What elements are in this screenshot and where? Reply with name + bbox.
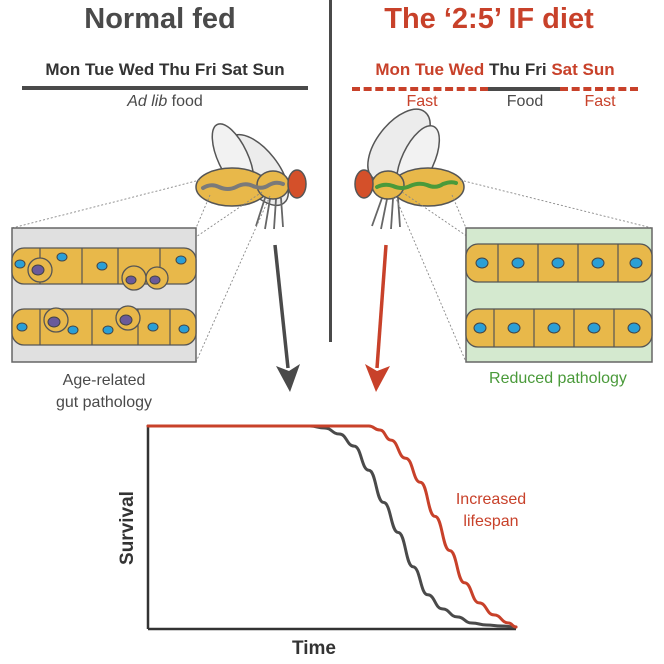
right-fly-icon — [354, 108, 465, 230]
left-gut-panel — [11, 227, 197, 363]
increased-lifespan-line1: Increased — [456, 491, 526, 508]
center-divider — [329, 0, 332, 342]
left-pathology-line2: gut pathology — [55, 394, 153, 411]
right-fast-label-2: Fast — [584, 93, 616, 110]
left-diet-label: Ad lib food — [22, 93, 308, 111]
left-zoom-lines — [11, 179, 271, 363]
survival-chart: Survival Time Increased lifespan — [117, 424, 526, 659]
series-layer — [146, 424, 518, 629]
left-down-arrow — [273, 244, 300, 392]
right-bar-fast2 — [560, 87, 638, 91]
survival-curve-normal-fed — [146, 424, 518, 629]
right-days-food: Thu Fri — [489, 60, 547, 79]
y-axis-label: Survival — [117, 491, 138, 565]
left-title: Normal fed — [84, 3, 236, 35]
diet-food-text: food — [167, 93, 203, 110]
right-title: The ‘2:5’ IF diet — [384, 3, 594, 35]
right-days-fast2: Sat Sun — [551, 60, 615, 79]
right-zoom-lines — [394, 179, 653, 363]
left-pathology-label: Age-related gut pathology — [12, 370, 196, 414]
right-bar-food — [488, 87, 560, 91]
left-diet-bar — [22, 86, 308, 90]
left-days: Mon Tue Wed Thu Fri Sat Sun — [45, 60, 285, 79]
right-bar-fast1 — [352, 87, 488, 91]
right-fast-label-1: Fast — [406, 93, 438, 110]
right-food-label: Food — [506, 93, 544, 110]
left-fly-icon — [195, 123, 307, 230]
right-gut-panel — [465, 227, 653, 363]
survival-curve-if-diet — [146, 424, 518, 629]
left-pathology-line1: Age-related — [62, 372, 146, 389]
illustration — [11, 108, 653, 392]
right-pathology-label: Reduced pathology — [489, 370, 627, 387]
x-axis-label: Time — [292, 638, 336, 659]
right-days-fast1: Mon Tue Wed — [375, 60, 485, 79]
right-days: Mon Tue Wed Thu Fri Sat Sun — [352, 60, 638, 80]
right-down-arrow — [365, 244, 390, 392]
diet-adlib-text: Ad lib — [127, 93, 168, 110]
increased-lifespan-line2: lifespan — [463, 513, 518, 530]
